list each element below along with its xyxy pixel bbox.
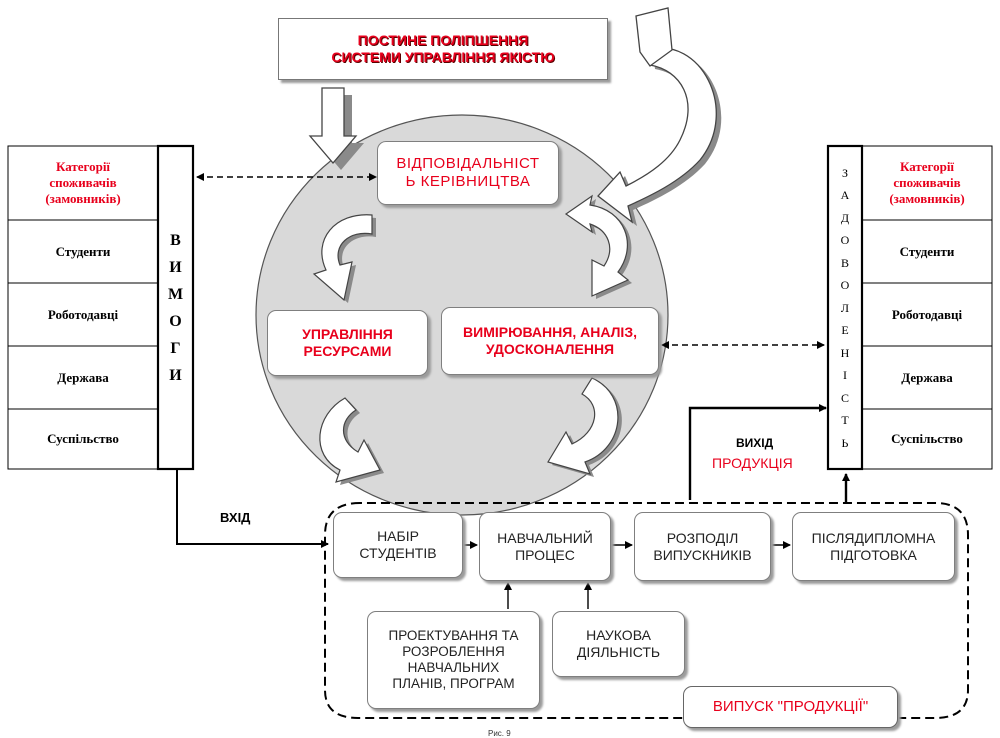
req-letter: О	[169, 312, 182, 330]
learning-line1: НАВЧАЛЬНИЙ	[497, 529, 593, 546]
req-letter: Г	[170, 339, 181, 357]
sat-letter: Н	[840, 345, 850, 360]
sat-letter: А	[840, 188, 850, 203]
req-letter: В	[170, 231, 181, 249]
scientific-activity-box: НАУКОВА ДІЯЛЬНІСТЬ	[552, 611, 685, 677]
improvement-curved-arrow-icon	[597, 7, 722, 226]
output-flow-line	[688, 404, 827, 500]
sat-letter: Е	[841, 323, 849, 338]
sat-letter: Ь	[841, 435, 849, 450]
input-label: ВХІД	[220, 510, 251, 525]
left-row-employers: Роботодавці	[47, 306, 119, 322]
figure-caption: Рис. 9	[488, 729, 511, 738]
resources-line2: РЕСУРСАМИ	[303, 343, 392, 359]
right-row-students: Студенти	[899, 243, 955, 259]
cycle-arrow-upper-left-icon	[312, 214, 376, 303]
left-header-line2: споживачів	[49, 175, 117, 190]
resources-line1: УПРАВЛІННЯ	[302, 326, 393, 343]
measurement-analysis-box: ВИМІРЮВАННЯ, АНАЛІЗ, УДОСКОНАЛЕННЯ	[441, 307, 659, 375]
cycle-arrow-lower-left-icon	[319, 397, 384, 485]
measurement-line1: ВИМІРЮВАННЯ, АНАЛІЗ,	[463, 324, 637, 341]
right-header-line3: (замовників)	[889, 191, 965, 206]
right-row-society: Суспільство	[891, 431, 963, 446]
distribution-line2: ВИПУСКНИКІВ	[653, 546, 752, 563]
product-release-box: ВИПУСК "ПРОДУКЦІЇ"	[683, 686, 898, 728]
satisfaction-vertical-label: З А Д О В О Л Е Н І С Т Ь	[828, 150, 862, 466]
req-letter: М	[167, 285, 184, 303]
continuous-improvement-line1: ПОСТИНЕ ПОЛІПШЕННЯ	[357, 32, 529, 49]
responsibility-line1: ВІДПОВІДАЛЬНІСТ	[396, 155, 540, 172]
sat-letter: Л	[840, 300, 850, 315]
enrollment-line2: СТУДЕНТІВ	[359, 545, 437, 561]
left-table-grid	[7, 144, 195, 471]
down-block-arrow-icon	[308, 87, 364, 170]
postgraduate-training-box: ПІСЛЯДИПЛОМНА ПІДГОТОВКА	[792, 512, 955, 581]
distribution-line1: РОЗПОДІЛ	[666, 529, 739, 546]
cycle-arrow-lower-right-icon	[547, 377, 622, 477]
graduate-distribution-box: РОЗПОДІЛ ВИПУСКНИКІВ	[634, 512, 771, 581]
sat-letter: О	[840, 233, 850, 248]
right-row-state: Держава	[901, 369, 953, 385]
design-line2: РОЗРОБЛЕННЯ	[402, 643, 505, 659]
left-header-line1: Категорії	[55, 159, 111, 174]
measurement-line2: УДОСКОНАЛЕННЯ	[485, 341, 615, 357]
right-table-grid	[826, 144, 993, 471]
left-row-society: Суспільство	[47, 431, 119, 446]
design-line4: ПЛАНІВ, ПРОГРАМ	[392, 676, 515, 692]
management-responsibility-box: ВІДПОВІДАЛЬНІСТ Ь КЕРІВНИЦТВА	[377, 141, 559, 205]
science-line1: НАУКОВА	[586, 627, 651, 644]
left-header-cell: Категорії споживачів (замовників)	[8, 146, 158, 220]
sat-letter: Т	[841, 413, 849, 428]
process-region-dashed	[324, 502, 969, 719]
learning-process-box: НАВЧАЛЬНИЙ ПРОЦЕС	[479, 512, 611, 581]
product-release-label: ВИПУСК "ПРОДУКЦІЇ"	[712, 698, 869, 715]
product-label: ПРОДУКЦІЯ	[712, 455, 793, 471]
right-header-cell: Категорії споживачів (замовників)	[862, 146, 992, 220]
left-row-state: Держава	[57, 369, 109, 385]
postgrad-line1: ПІСЛЯДИПЛОМНА	[811, 529, 936, 546]
input-flow-line	[176, 470, 329, 548]
sat-letter: О	[840, 278, 850, 293]
enrollment-line1: НАБІР	[377, 528, 419, 545]
learning-line2: ПРОЦЕС	[515, 546, 575, 563]
output-label: ВИХІД	[736, 436, 774, 450]
design-line1: ПРОЕКТУВАННЯ ТА	[388, 627, 519, 643]
right-row-employers: Роботодавці	[891, 306, 963, 322]
resource-management-box: УПРАВЛІННЯ РЕСУРСАМИ	[267, 310, 428, 376]
responsibility-line2: Ь КЕРІВНИЦТВА	[405, 173, 531, 190]
science-line2: ДІЯЛЬНІСТЬ	[576, 644, 661, 660]
student-enrollment-box: НАБІР СТУДЕНТІВ	[333, 512, 463, 578]
postgrad-line2: ПІДГОТОВКА	[830, 546, 917, 563]
design-line3: НАВЧАЛЬНИХ	[407, 660, 500, 675]
requirements-vertical-label: В И М О Г И	[158, 146, 193, 469]
req-letter: И	[169, 366, 182, 384]
continuous-improvement-box: ПОСТИНЕ ПОЛІПШЕННЯ СИСТЕМИ УПРАВЛІННЯ ЯК…	[278, 18, 608, 80]
right-header-line1: Категорії	[899, 159, 955, 174]
sat-letter: З	[841, 165, 848, 180]
sat-letter: В	[840, 255, 849, 270]
continuous-improvement-line2: СИСТЕМИ УПРАВЛІННЯ ЯКІСТЮ	[331, 49, 555, 65]
curriculum-design-box: ПРОЕКТУВАННЯ ТА РОЗРОБЛЕННЯ НАВЧАЛЬНИХ П…	[367, 611, 540, 709]
right-header-line2: споживачів	[893, 175, 961, 190]
cycle-arrow-upper-right-icon	[564, 194, 632, 299]
left-header-line3: (замовників)	[45, 191, 121, 206]
sat-letter: С	[840, 390, 849, 405]
sat-letter: Д	[840, 210, 850, 225]
req-letter: И	[169, 258, 182, 276]
left-row-students: Студенти	[55, 243, 111, 259]
sat-letter: І	[843, 368, 847, 383]
